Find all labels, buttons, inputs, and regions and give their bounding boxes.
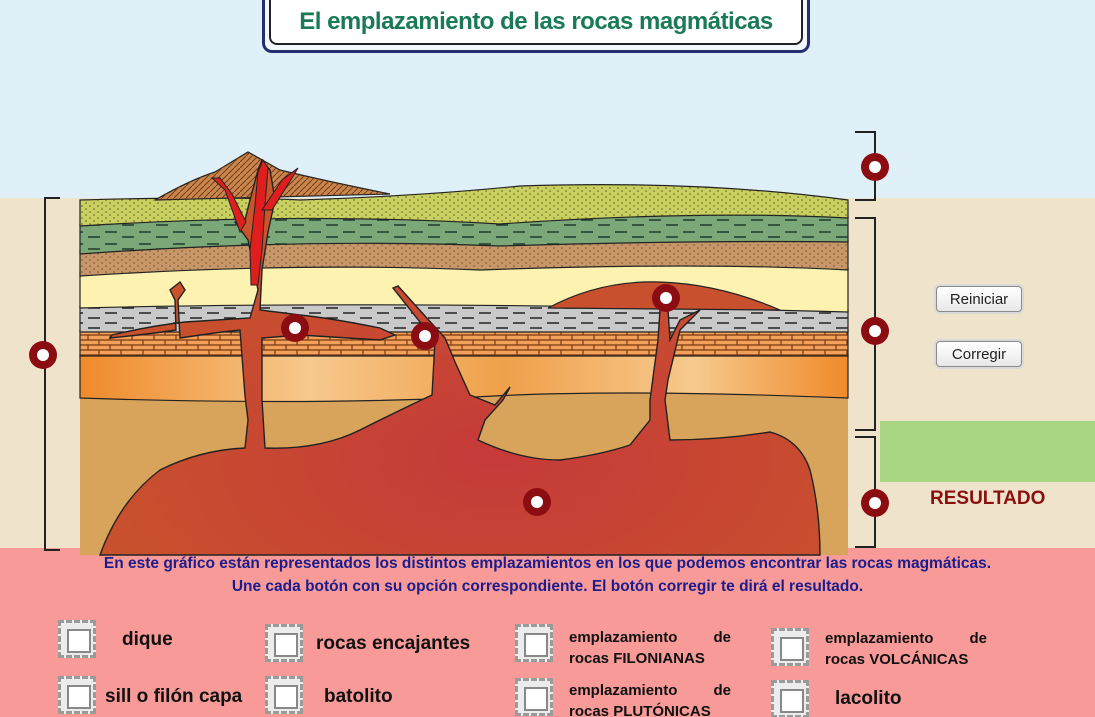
marker-volcanicas[interactable] xyxy=(861,153,889,181)
marker-center-icon xyxy=(37,349,49,361)
page-title: El emplazamiento de las rocas magmáticas xyxy=(299,7,773,35)
result-indicator xyxy=(880,421,1095,482)
option-checkbox-batolito[interactable] xyxy=(265,676,303,714)
marker-rocas-encajantes[interactable] xyxy=(29,341,57,369)
marker-filonianas[interactable] xyxy=(861,317,889,345)
option-label-sill: sill o filón capa xyxy=(105,686,243,707)
option-checkbox-dique[interactable] xyxy=(58,620,96,658)
geology-diagram xyxy=(44,131,876,556)
result-label: RESULTADO xyxy=(930,488,1046,509)
option-label-filonianas: emplazamiento de rocas FILONIANAS xyxy=(569,627,731,669)
marker-center-icon xyxy=(419,330,431,342)
option-checkbox-lacolito[interactable] xyxy=(771,680,809,717)
marker-center-icon xyxy=(660,292,672,304)
option-checkbox-plutonicas[interactable] xyxy=(515,678,553,716)
option-checkbox-volcanicas[interactable] xyxy=(771,628,809,666)
option-label-line2: rocas PLUTÓNICAS xyxy=(569,703,711,717)
option-label-dique: dique xyxy=(122,629,173,650)
option-label-line1: emplazamiento de xyxy=(569,629,731,646)
option-label-line1: emplazamiento de xyxy=(569,682,731,699)
marker-lacolito[interactable] xyxy=(652,284,680,312)
reset-button[interactable]: Reiniciar xyxy=(936,286,1022,312)
option-label-plutonicas: emplazamiento de rocas PLUTÓNICAS xyxy=(569,680,731,717)
marker-center-icon xyxy=(531,496,543,508)
marker-batolito[interactable] xyxy=(523,488,551,516)
option-label-volcanicas: emplazamiento de rocas VOLCÁNICAS xyxy=(825,628,987,670)
option-checkbox-filonianas[interactable] xyxy=(515,624,553,662)
marker-center-icon xyxy=(869,325,881,337)
option-label-line1: emplazamiento de xyxy=(825,630,987,647)
marker-center-icon xyxy=(869,497,881,509)
title-frame: El emplazamiento de las rocas magmáticas xyxy=(262,0,810,53)
title-box: El emplazamiento de las rocas magmáticas xyxy=(269,0,803,45)
marker-sill[interactable] xyxy=(281,314,309,342)
marker-dique[interactable] xyxy=(411,322,439,350)
check-button[interactable]: Corregir xyxy=(936,341,1022,367)
option-checkbox-sill[interactable] xyxy=(58,676,96,714)
marker-center-icon xyxy=(289,322,301,334)
instruction-line-1: En este gráfico están representados los … xyxy=(103,555,992,572)
option-label-rocas-encajantes: rocas encajantes xyxy=(316,633,471,654)
option-label-line2: rocas FILONIANAS xyxy=(569,650,705,667)
marker-plutonicas[interactable] xyxy=(861,489,889,517)
option-label-batolito: batolito xyxy=(324,686,393,707)
option-label-lacolito: lacolito xyxy=(835,688,902,709)
marker-center-icon xyxy=(869,161,881,173)
option-label-line2: rocas VOLCÁNICAS xyxy=(825,651,969,668)
option-checkbox-rocas-encajantes[interactable] xyxy=(265,624,303,662)
instruction-line-2: Une cada botón con su opción correspondi… xyxy=(231,578,864,595)
